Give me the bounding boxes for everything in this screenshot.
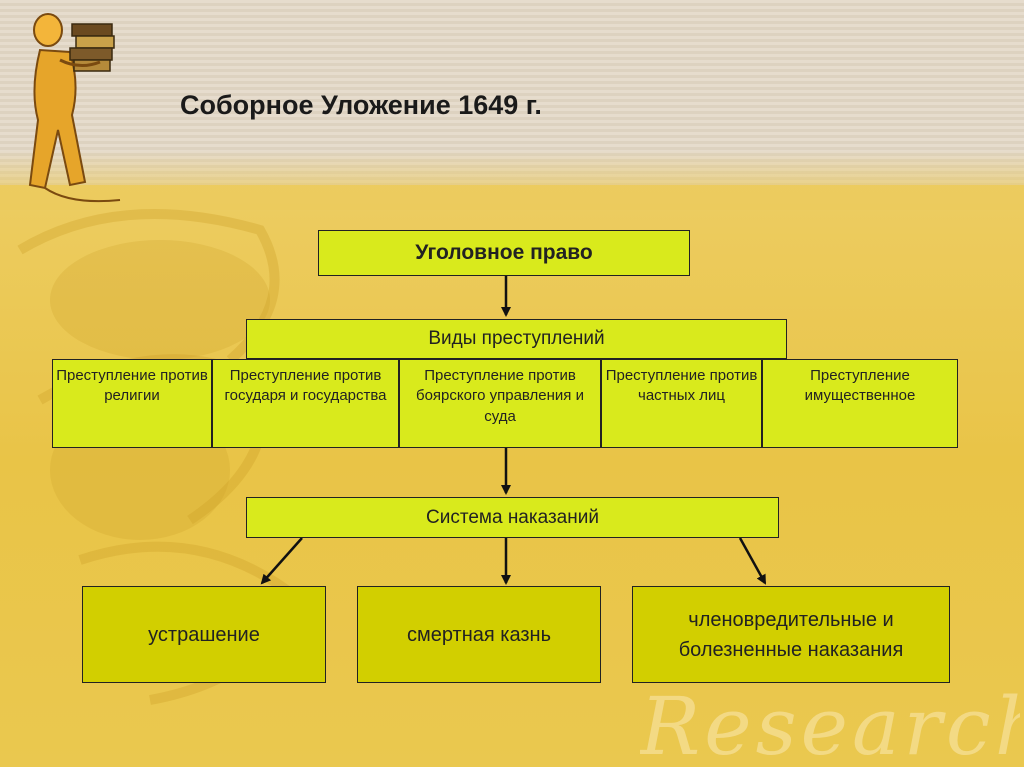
punishment-box-death-penalty: смертная казнь	[357, 586, 601, 683]
criminal-law-box: Уголовное право	[318, 230, 690, 276]
watermark-text: Research	[640, 680, 1020, 760]
crime-box-administration: Преступление против боярского управления…	[399, 359, 601, 448]
crime-box-sovereign: Преступление против государя и государст…	[212, 359, 399, 448]
punishment-box-intimidation: устрашение	[82, 586, 326, 683]
punishment-box-maiming: членовредительные и болезненные наказани…	[632, 586, 950, 683]
crime-box-property: Преступление имущественное	[762, 359, 958, 448]
person-carrying-books-icon	[28, 13, 121, 203]
arrow-to-maiming	[738, 537, 767, 585]
punishment-system-header: Система наказаний	[246, 497, 779, 538]
crime-box-private-persons: Преступление против частных лиц	[601, 359, 762, 448]
arrow-to-intimidation	[260, 537, 303, 585]
header-band-fade	[0, 150, 1024, 210]
crime-box-religion: Преступление против религии	[52, 359, 212, 448]
slide-title: Соборное Уложение 1649 г.	[180, 90, 542, 120]
crime-types-header: Виды преступлений	[246, 319, 787, 359]
